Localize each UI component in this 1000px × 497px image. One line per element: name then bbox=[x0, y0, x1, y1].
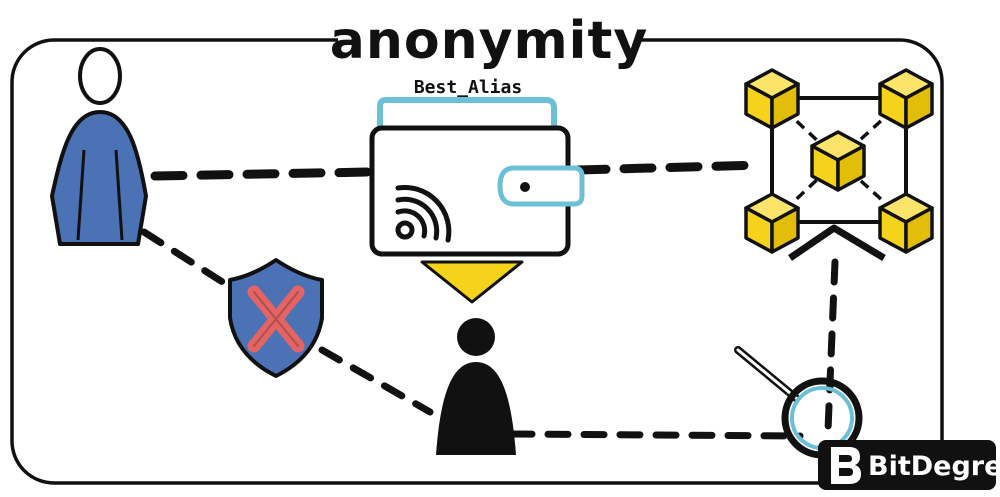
line-anon-to-magnifier bbox=[508, 430, 804, 440]
blocked-shield-icon bbox=[228, 258, 324, 378]
line-person-to-shield bbox=[140, 228, 236, 292]
blue-person-icon bbox=[50, 47, 148, 246]
title-backdrop bbox=[338, 8, 640, 70]
bitdegree-logo: BitDegree bbox=[818, 440, 1000, 490]
connection-lines bbox=[150, 160, 765, 181]
magnifier-icon bbox=[734, 346, 863, 459]
wallet-alias-label: Best_Alias bbox=[414, 77, 522, 98]
line-shield-to-anon bbox=[318, 346, 434, 416]
block-cube bbox=[744, 68, 800, 130]
line-wallet-to-blockchain bbox=[573, 160, 765, 175]
block-cube bbox=[878, 68, 934, 130]
bitdegree-logo-icon bbox=[831, 447, 861, 484]
block-cube bbox=[810, 130, 866, 192]
wallet-icon bbox=[369, 97, 585, 257]
blockchain-network-icon bbox=[744, 68, 934, 262]
nfc-signal-icon bbox=[395, 184, 452, 243]
down-arrow-icon bbox=[420, 260, 524, 304]
bitdegree-wordmark: BitDegree bbox=[868, 451, 1000, 482]
line-blockchain-to-magnifier bbox=[824, 258, 839, 434]
line-person-to-wallet bbox=[150, 167, 375, 181]
block-cube bbox=[878, 192, 934, 254]
anonymous-person-icon bbox=[436, 318, 516, 455]
diagram-title: anonymity bbox=[330, 11, 649, 71]
block-cube bbox=[744, 192, 800, 254]
connection-lines-thin bbox=[140, 228, 839, 440]
